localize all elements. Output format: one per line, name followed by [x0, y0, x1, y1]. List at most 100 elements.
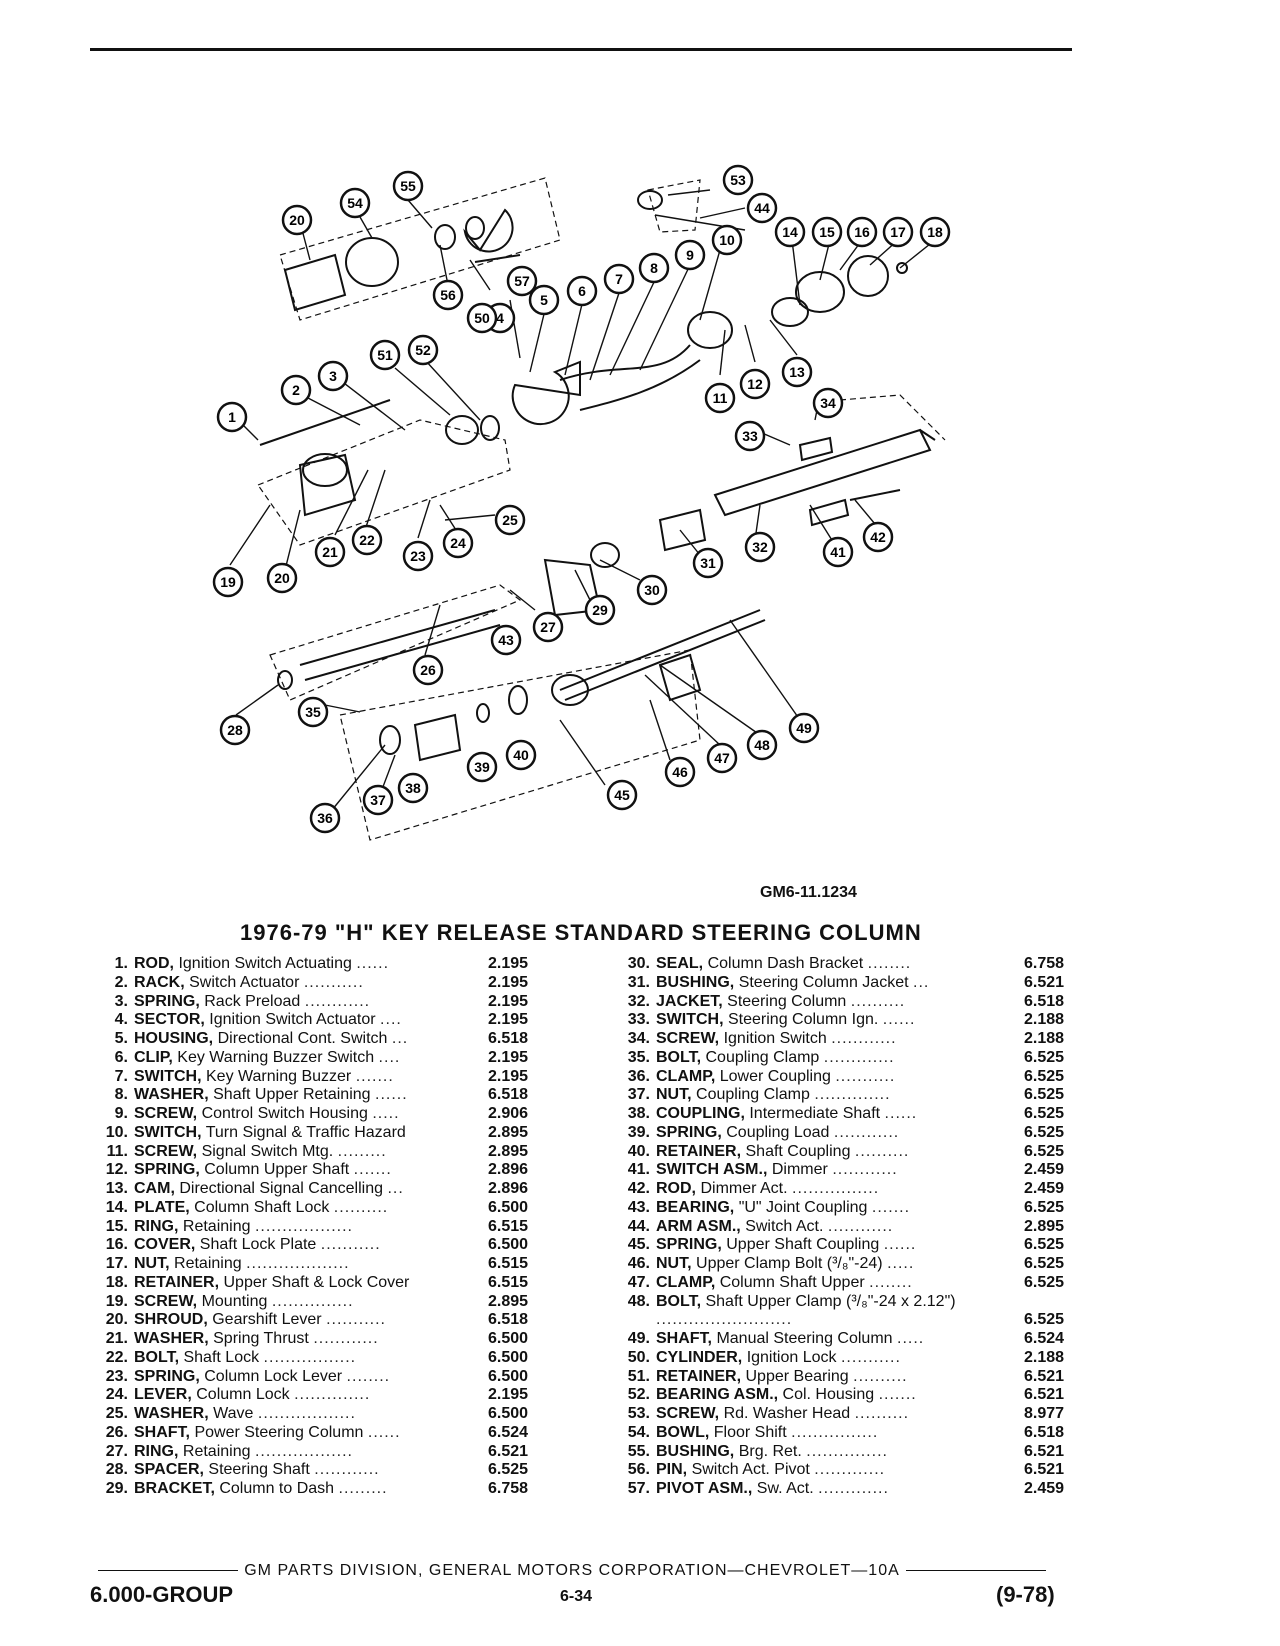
- group-code: 6.525: [488, 1461, 529, 1479]
- svg-text:19: 19: [220, 574, 236, 590]
- part-number-index: 16.: [105, 1236, 128, 1254]
- part-row: 22.BOLT, Shaft Lock .................6.5…: [82, 1349, 562, 1368]
- part-row: 54.BOWL, Floor Shift ................6.5…: [604, 1424, 1074, 1443]
- part-row: 13.CAM, Directional Signal Cancelling ..…: [82, 1180, 562, 1199]
- svg-text:20: 20: [274, 570, 290, 586]
- part-name: ROD,: [656, 1180, 696, 1197]
- part-number-index: 52.: [627, 1386, 650, 1404]
- part-number-index: 50.: [627, 1348, 650, 1366]
- leader-dots: ..........: [850, 992, 906, 1010]
- svg-text:47: 47: [714, 750, 730, 766]
- footer-rule-left: [98, 1570, 239, 1572]
- leader-dots: .............: [823, 1048, 895, 1066]
- part-number-index: 14.: [105, 1198, 128, 1216]
- group-code: 6.524: [1024, 1330, 1065, 1347]
- part-name: SWITCH,: [134, 1067, 202, 1085]
- group-code: 6.525: [1024, 1198, 1065, 1216]
- leader-dots: ............: [831, 1030, 897, 1047]
- part-detail: Directional Signal Cancelling: [179, 1180, 384, 1197]
- svg-text:42: 42: [870, 529, 886, 545]
- part-detail: Column Shaft Lock: [194, 1198, 330, 1216]
- part-row: 30.SEAL, Column Dash Bracket ........6.7…: [604, 955, 1074, 974]
- part-number-index: 33.: [627, 1011, 650, 1029]
- part-description: COUPLING, Intermediate Shaft ......: [656, 1105, 996, 1124]
- callout: 34: [812, 387, 844, 419]
- callout: 36: [309, 802, 341, 834]
- part-description: CYLINDER, Ignition Lock ...........: [656, 1349, 996, 1368]
- leader-dots: ......: [375, 1086, 408, 1104]
- part-number-index: 8.: [114, 1086, 128, 1104]
- part-description: SCREW, Ignition Switch ............: [656, 1030, 996, 1049]
- group-code: 6.525: [1024, 1273, 1065, 1291]
- part-detail: Dimmer: [771, 1161, 828, 1179]
- part-row: 50.CYLINDER, Ignition Lock ...........2.…: [604, 1349, 1074, 1368]
- part-number-index: 7.: [114, 1067, 128, 1085]
- part-name: SCREW,: [656, 1405, 720, 1422]
- svg-text:36: 36: [317, 810, 333, 826]
- callout: 52: [407, 334, 439, 366]
- leader-dots: ...: [913, 973, 930, 991]
- callout: 31: [692, 547, 724, 579]
- part-detail: Column to Dash: [219, 1480, 335, 1497]
- group-code: 2.895: [1024, 1217, 1065, 1235]
- callout: 11: [704, 382, 736, 414]
- leader-dots: .................: [263, 1348, 357, 1366]
- part-name: CAM,: [134, 1180, 175, 1197]
- group-code: 2.459: [1024, 1161, 1065, 1179]
- part-description: SPRING, Column Upper Shaft .......: [134, 1161, 474, 1180]
- part-row: 12.SPRING, Column Upper Shaft .......2.8…: [82, 1161, 562, 1180]
- svg-text:5: 5: [540, 292, 548, 308]
- part-detail: Floor Shift: [713, 1423, 787, 1441]
- group-code: 2.896: [488, 1161, 529, 1179]
- part-row: 17.NUT, Retaining ...................6.5…: [82, 1255, 562, 1274]
- part-name: SCREW,: [134, 1142, 198, 1160]
- part-detail: Coupling Clamp: [705, 1048, 820, 1066]
- part-row: 29.BRACKET, Column to Dash .........6.75…: [82, 1480, 562, 1499]
- callout: 55: [392, 170, 424, 202]
- part-description: NUT, Upper Clamp Bolt (³/₈"-24) .....: [656, 1255, 996, 1274]
- group-code: 6.521: [1024, 973, 1065, 991]
- part-row: 8.WASHER, Shaft Upper Retaining ......6.…: [82, 1086, 562, 1105]
- leader-dots: ...: [387, 1180, 404, 1197]
- part-number-index: 51.: [627, 1367, 650, 1385]
- part-row: 1.ROD, Ignition Switch Actuating ......2…: [82, 955, 562, 974]
- part-number-index: 43.: [627, 1198, 650, 1216]
- svg-text:22: 22: [359, 532, 375, 548]
- group-code: 6.758: [1024, 955, 1065, 972]
- group-code: 6.500: [488, 1367, 529, 1385]
- svg-text:52: 52: [415, 342, 431, 358]
- part-number-index: 17.: [105, 1255, 128, 1272]
- part-row: 53.SCREW, Rd. Washer Head ..........8.97…: [604, 1405, 1074, 1424]
- svg-text:55: 55: [400, 178, 416, 194]
- callout: 12: [739, 368, 771, 400]
- part-detail: Column Dash Bracket: [707, 955, 864, 972]
- part-name: SWITCH ASM.,: [656, 1161, 768, 1179]
- svg-text:53: 53: [730, 172, 746, 188]
- part-description: BOWL, Floor Shift ................: [656, 1424, 996, 1443]
- leader-dots: ........: [867, 955, 912, 972]
- svg-text:24: 24: [450, 535, 466, 551]
- part-name: PIN,: [656, 1461, 688, 1479]
- part-number-index: 45.: [627, 1236, 650, 1254]
- svg-text:2: 2: [292, 382, 300, 398]
- svg-text:14: 14: [782, 224, 798, 240]
- part-row: 16.COVER, Shaft Lock Plate ...........6.…: [82, 1236, 562, 1255]
- part-number-index: 34.: [627, 1030, 650, 1047]
- part-detail: Steering Column Jacket: [738, 973, 909, 991]
- part-number-index: 23.: [105, 1367, 128, 1385]
- part-row: 48.BOLT, Shaft Upper Clamp (³/₈"-24 x 2.…: [604, 1293, 1074, 1331]
- part-description: WASHER, Shaft Upper Retaining ......: [134, 1086, 474, 1105]
- leader-dots: ...........: [835, 1067, 896, 1085]
- group-code: 6.524: [488, 1423, 529, 1441]
- leader-dots: ..................: [257, 1405, 356, 1422]
- group-code: 6.525: [1024, 1086, 1065, 1104]
- footer-rule-right: [905, 1570, 1046, 1572]
- part-row: 41.SWITCH ASM., Dimmer ............2.459: [604, 1161, 1074, 1180]
- part-detail: Lower Coupling: [719, 1067, 831, 1085]
- leader-dots: ................: [792, 1180, 880, 1197]
- footer-division: GM PARTS DIVISION, GENERAL MOTORS CORPOR…: [244, 1562, 900, 1579]
- part-row: 47.CLAMP, Column Shaft Upper ........6.5…: [604, 1274, 1074, 1293]
- part-row: 34.SCREW, Ignition Switch ............2.…: [604, 1030, 1074, 1049]
- part-name: CYLINDER,: [656, 1348, 743, 1366]
- part-name: CLIP,: [134, 1048, 173, 1066]
